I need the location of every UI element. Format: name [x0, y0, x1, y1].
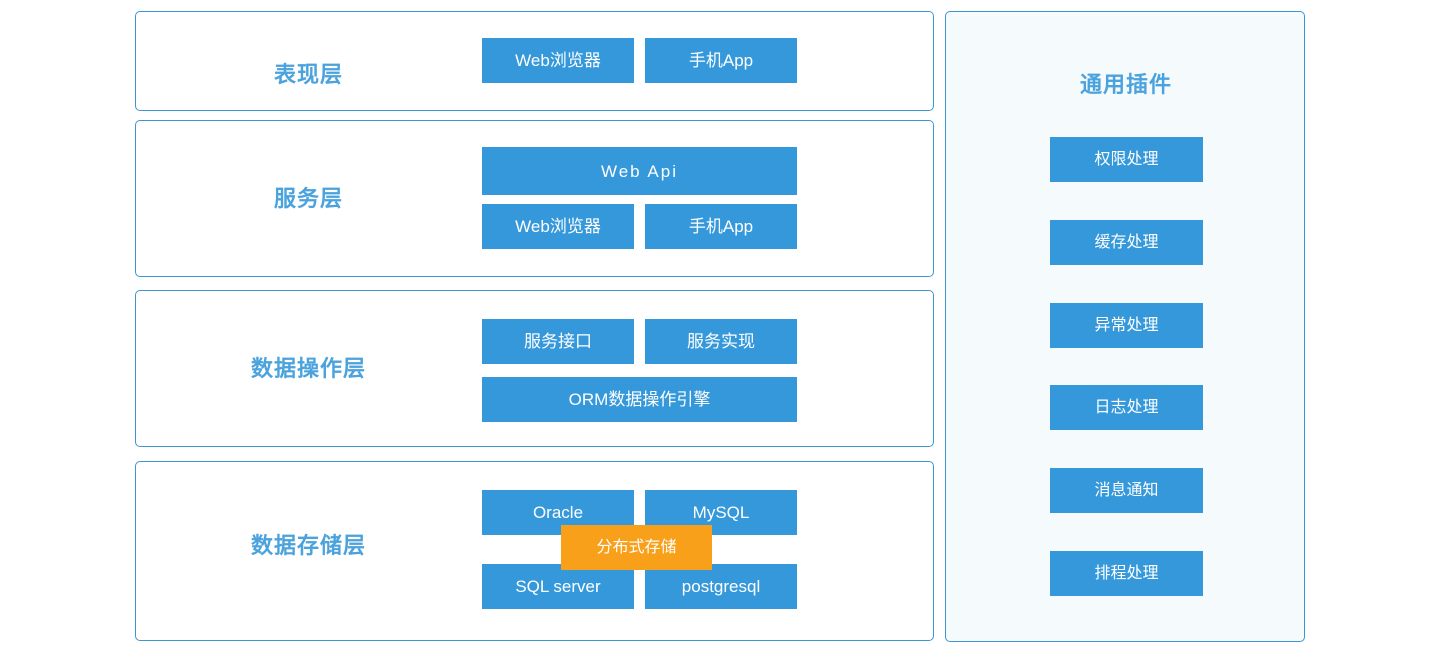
- plugin-box-cache[interactable]: 缓存处理: [1050, 220, 1203, 265]
- plugin-box-schedule[interactable]: 排程处理: [1050, 551, 1203, 596]
- layer-panel-service[interactable]: 服务层 Web Api Web浏览器 手机App: [135, 120, 934, 277]
- plugin-box-exception[interactable]: 异常处理: [1050, 303, 1203, 348]
- box-mobile-app-service[interactable]: 手机App: [645, 204, 797, 249]
- plugin-box-message-notification[interactable]: 消息通知: [1050, 468, 1203, 513]
- box-orm-engine[interactable]: ORM数据操作引擎: [482, 377, 797, 422]
- layer-panel-data-storage[interactable]: 数据存储层 Oracle MySQL SQL server postgresql…: [135, 461, 934, 641]
- box-service-interface[interactable]: 服务接口: [482, 319, 634, 364]
- box-oracle[interactable]: Oracle: [482, 490, 634, 535]
- plugin-panel-title: 通用插件: [1079, 72, 1172, 97]
- box-service-implementation[interactable]: 服务实现: [645, 319, 797, 364]
- box-mobile-app-presentation[interactable]: 手机App: [645, 38, 797, 83]
- box-web-api[interactable]: Web Api: [482, 147, 797, 195]
- layer-label-service: 服务层: [273, 186, 343, 211]
- plugin-box-log[interactable]: 日志处理: [1050, 385, 1203, 430]
- box-sql-server[interactable]: SQL server: [482, 564, 634, 609]
- layer-label-presentation: 表现层: [273, 62, 343, 87]
- box-web-browser-service[interactable]: Web浏览器: [482, 204, 634, 249]
- box-postgresql[interactable]: postgresql: [645, 564, 797, 609]
- layer-panel-data-operation[interactable]: 数据操作层 服务接口 服务实现 ORM数据操作引擎: [135, 290, 934, 447]
- layer-panel-presentation[interactable]: 表现层 Web浏览器 手机App: [135, 11, 934, 111]
- layer-label-data-operation: 数据操作层: [250, 356, 366, 381]
- plugin-box-permission[interactable]: 权限处理: [1050, 137, 1203, 182]
- plugin-panel[interactable]: 通用插件 权限处理 缓存处理 异常处理 日志处理 消息通知 排程处理: [945, 11, 1305, 642]
- layer-label-data-storage: 数据存储层: [250, 533, 366, 558]
- box-distributed-storage[interactable]: 分布式存储: [561, 525, 712, 570]
- box-web-browser-presentation[interactable]: Web浏览器: [482, 38, 634, 83]
